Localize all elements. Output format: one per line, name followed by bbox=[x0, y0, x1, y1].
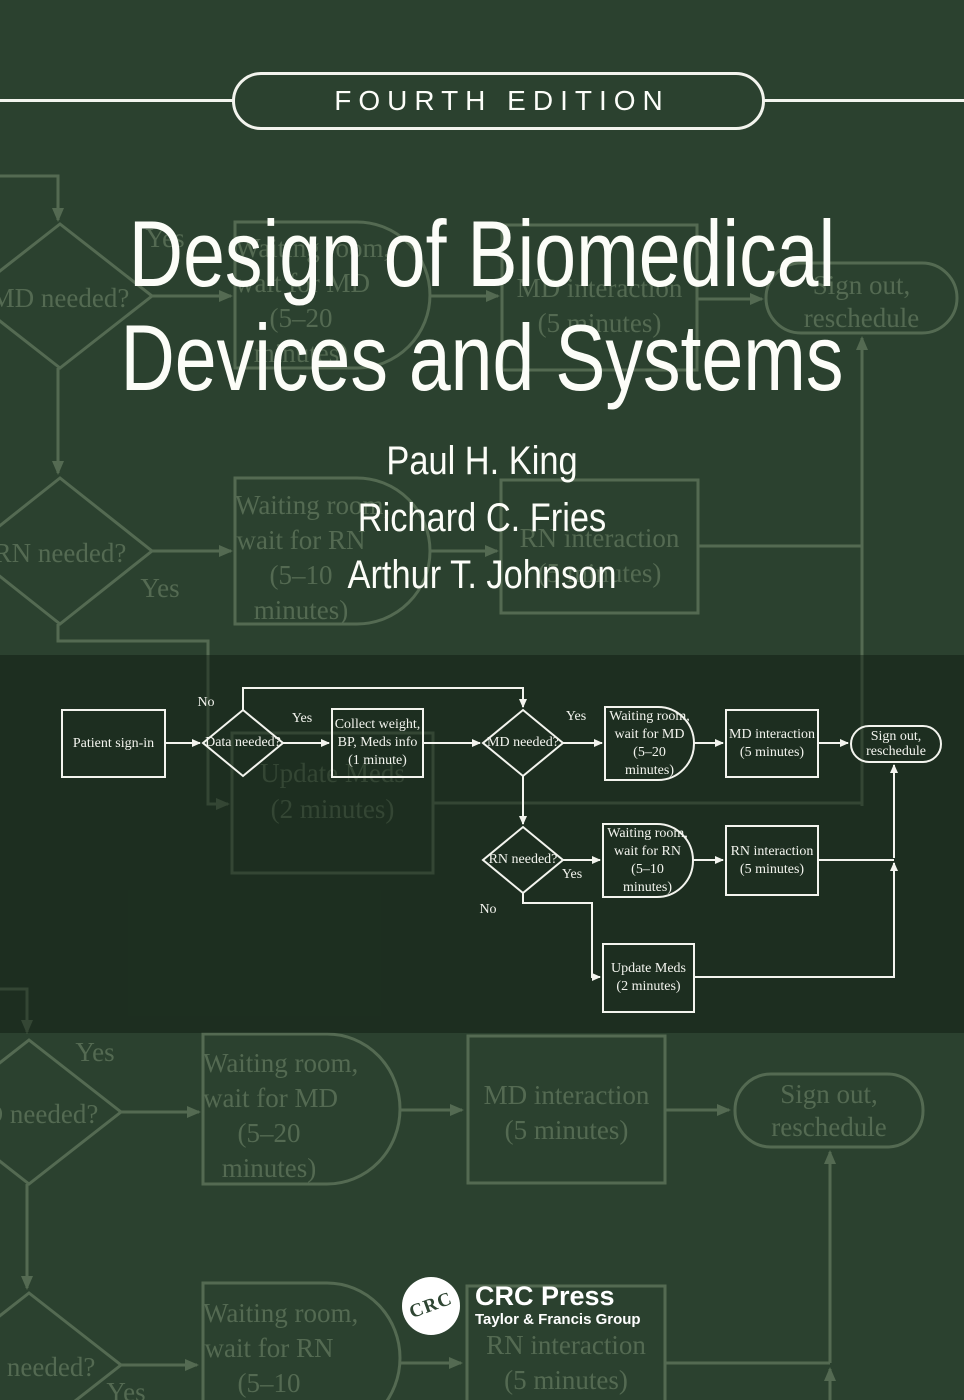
bg-yes-label: Yes bbox=[75, 1037, 115, 1067]
bg-yes-label: Yes bbox=[140, 573, 180, 603]
no-label: No bbox=[197, 695, 215, 710]
bg-rn-wait-label: Waiting room, wait for RN (5–10 minutes) bbox=[203, 1298, 359, 1398]
yes-label: Yes bbox=[291, 711, 313, 726]
rn-interaction-label: RN interaction (5 minutes) bbox=[730, 843, 814, 877]
no-label: No bbox=[479, 902, 497, 917]
signout-terminator bbox=[850, 725, 942, 763]
title-line-2: Devices and Systems bbox=[120, 305, 844, 410]
bg-rn-wait-delay-shape bbox=[233, 476, 432, 626]
bg-rn-question-label: RN needed? bbox=[0, 538, 127, 568]
crc-logo: CRC bbox=[402, 1277, 460, 1335]
author-name: Paul H. King bbox=[386, 439, 578, 483]
bg-md-interaction-label: MD interaction (5 minutes) bbox=[483, 1080, 650, 1145]
bg-rn-interaction-label: RN interaction (5 minutes) bbox=[486, 1330, 646, 1395]
md-wait-label: Waiting room, wait for MD (5–20 minutes) bbox=[609, 708, 690, 778]
badge-rule-right bbox=[763, 99, 964, 102]
data-needed-label: Data needed? bbox=[205, 735, 281, 750]
bg-rn-interaction-label: RN interaction (5 minutes) bbox=[519, 523, 680, 588]
bg-update-meds-label: Update Meds (2 minutes) bbox=[260, 758, 405, 824]
yes-label: Yes bbox=[561, 867, 583, 882]
dark-band bbox=[0, 655, 964, 1033]
patient-signin-label: Patient sign-in bbox=[72, 735, 155, 751]
signout-label: Sign out, reschedule bbox=[866, 729, 926, 759]
bg-md-wait-delay-shape-2 bbox=[201, 1032, 402, 1186]
crc-logo-text: CRC bbox=[406, 1288, 456, 1323]
bg-md-interaction-label: MD interaction (5 minutes) bbox=[516, 273, 683, 338]
collect-label: Collect weight, BP, Meds info (1 minute) bbox=[334, 717, 421, 768]
badge-rule-left bbox=[0, 99, 234, 102]
rn-needed-label: RN needed? bbox=[488, 852, 558, 867]
publisher-name: CRC Press bbox=[475, 1281, 615, 1311]
author-list: Paul H. King Richard C. Fries Arthur T. … bbox=[67, 433, 896, 604]
rn-wait-delay-shape bbox=[602, 823, 694, 898]
bg-md-wait-delay-shape bbox=[233, 220, 432, 370]
page-title: Design of Biomedical Devices and Systems bbox=[96, 202, 867, 410]
bg-signout-label: Sign out, reschedule bbox=[771, 1079, 887, 1142]
bg-md-question-label: MD needed? bbox=[0, 283, 130, 313]
bg-rn-interaction-box-2 bbox=[465, 1284, 667, 1400]
edition-badge: FOURTH EDITION bbox=[232, 72, 765, 130]
bg-rn-decision-diamond bbox=[0, 476, 155, 626]
bg-yes-label: Yes bbox=[106, 1377, 146, 1400]
md-interaction-label: MD interaction (5 minutes) bbox=[729, 726, 815, 760]
data-needed-diamond bbox=[201, 708, 285, 778]
rn-wait-label: Waiting room, wait for RN (5–10 minutes) bbox=[607, 825, 688, 895]
md-wait-delay-shape bbox=[604, 706, 695, 781]
bg-no-path bbox=[56, 624, 230, 810]
update-meds-label: Update Meds (2 minutes) bbox=[610, 961, 687, 994]
bg-rn-question-label: RN needed? bbox=[0, 1352, 96, 1382]
author-name: Arthur T. Johnson bbox=[347, 553, 617, 597]
bg-yes-label: Yes bbox=[145, 223, 185, 253]
bg-signout-terminator-2 bbox=[733, 1072, 925, 1149]
bg-connector bbox=[0, 987, 33, 1034]
connector bbox=[694, 862, 898, 978]
md-needed-label: MD needed? bbox=[487, 735, 559, 750]
bg-connector bbox=[0, 174, 64, 222]
bg-signout-label: Sign out, reschedule bbox=[803, 270, 920, 333]
author-name: Richard C. Fries bbox=[357, 496, 607, 540]
no-path-connector bbox=[522, 893, 601, 981]
bg-md-question-label: MD needed? bbox=[0, 1099, 99, 1129]
bg-rn-decision-diamond-2 bbox=[0, 1291, 124, 1400]
bg-rn-wait-delay-shape-2 bbox=[201, 1281, 402, 1400]
title-line-1: Design of Biomedical bbox=[128, 201, 836, 306]
publisher-group: Taylor & Francis Group bbox=[475, 1311, 641, 1328]
bg-md-decision-diamond-2 bbox=[0, 1038, 124, 1186]
bg-md-decision-diamond bbox=[0, 222, 155, 370]
yes-label: Yes bbox=[565, 709, 587, 724]
no-path-connector bbox=[242, 687, 527, 710]
bg-signout-terminator bbox=[764, 261, 959, 335]
